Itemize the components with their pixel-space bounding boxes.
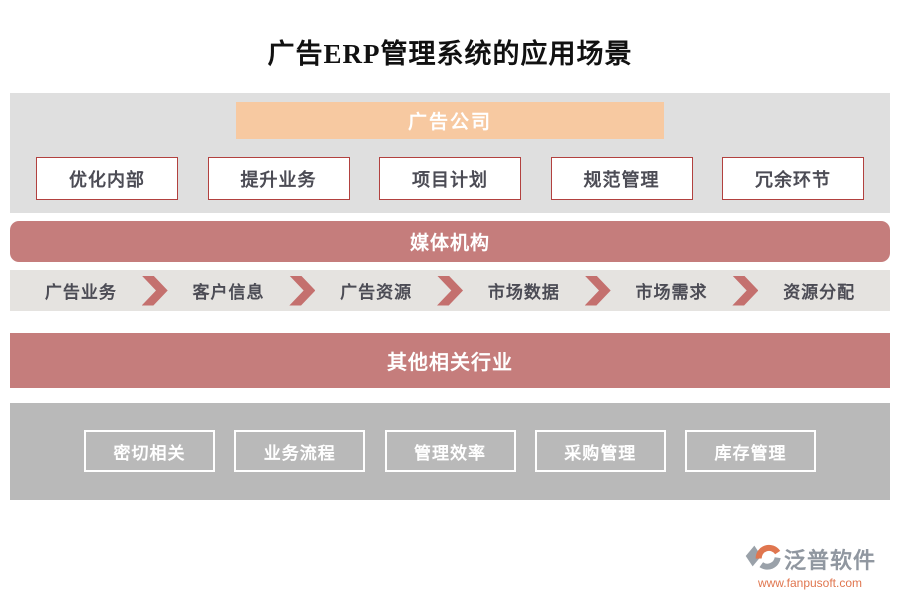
flow-step: 市场需求 xyxy=(635,283,708,302)
chevron-right-icon xyxy=(584,275,611,306)
company-item-row: 优化内部 提升业务 项目计划 规范管理 冗余环节 xyxy=(36,157,864,200)
page-title: 广告ERP管理系统的应用场景 xyxy=(267,39,633,69)
flow-step: 广告资源 xyxy=(340,283,413,302)
company-banner: 广告公司 xyxy=(236,102,664,139)
process-flow-band: 广告业务 客户信息 广告资源 市场数据 市场需求 资源分配 xyxy=(10,270,890,311)
other-item-box: 库存管理 xyxy=(685,430,816,472)
flow-step: 广告业务 xyxy=(44,283,117,302)
fanpu-logo-icon xyxy=(744,541,782,576)
flow-step: 客户信息 xyxy=(192,283,265,302)
company-item-box: 冗余环节 xyxy=(722,157,864,200)
company-item-box: 优化内部 xyxy=(36,157,178,200)
brand-footer: 泛普软件 www.fanpusoft.com xyxy=(730,541,890,590)
company-item-box: 提升业务 xyxy=(207,157,350,200)
brand-url: www.fanpusoft.com xyxy=(757,576,863,590)
chevron-right-icon xyxy=(732,275,759,306)
company-item-box: 项目计划 xyxy=(379,157,521,200)
flow-step: 资源分配 xyxy=(783,283,856,302)
other-item-box: 业务流程 xyxy=(234,430,366,472)
brand-name: 泛普软件 xyxy=(783,547,876,573)
chevron-right-icon xyxy=(437,275,464,306)
other-item-row: 密切相关 业务流程 管理效率 采购管理 库存管理 xyxy=(84,430,816,472)
chevron-right-icon xyxy=(289,275,316,306)
other-item-box: 采购管理 xyxy=(534,430,666,472)
advertising-company-panel: 广告公司 优化内部 提升业务 项目计划 规范管理 冗余环节 xyxy=(10,93,890,213)
other-item-box: 密切相关 xyxy=(84,430,215,472)
other-item-box: 管理效率 xyxy=(384,430,516,472)
media-banner: 媒体机构 xyxy=(10,221,890,262)
other-industries-banner: 其他相关行业 xyxy=(10,333,890,388)
other-industries-panel: 密切相关 业务流程 管理效率 采购管理 库存管理 xyxy=(10,403,890,500)
company-item-box: 规范管理 xyxy=(550,157,693,200)
chevron-right-icon xyxy=(141,275,168,306)
flow-step: 市场数据 xyxy=(487,283,560,302)
